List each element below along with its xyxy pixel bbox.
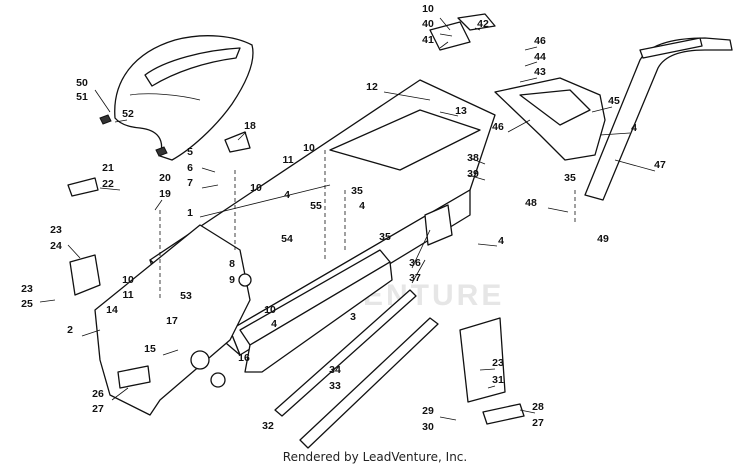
callout-17: 17: [166, 315, 178, 327]
bracket-21: [67, 177, 99, 197]
callout-15: 15: [144, 343, 156, 355]
callout-51: 51: [76, 91, 88, 103]
tail-flap: [494, 77, 606, 161]
callout-1: 1: [187, 207, 193, 219]
callout-19: 19: [159, 188, 171, 200]
callout-36: 36: [409, 257, 421, 269]
callout-41: 41: [422, 34, 434, 46]
callout-52: 52: [122, 108, 134, 120]
callout-23: 23: [492, 357, 504, 369]
callout-11: 11: [282, 154, 293, 166]
callout-30: 30: [422, 421, 434, 433]
foot-pad-right: [459, 317, 525, 425]
callout-54: 54: [281, 233, 293, 245]
callout-32: 32: [262, 420, 274, 432]
callout-46: 46: [492, 121, 504, 133]
callout-14: 14: [106, 304, 118, 316]
callout-2: 2: [67, 324, 73, 336]
callout-35: 35: [564, 172, 576, 184]
callout-5: 5: [187, 146, 193, 158]
callout-48: 48: [525, 197, 537, 209]
callout-44: 44: [534, 51, 546, 63]
callout-27: 27: [92, 403, 104, 415]
callout-3: 3: [350, 311, 356, 323]
footer-credit: Rendered by LeadVenture, Inc.: [282, 450, 468, 464]
callout-4: 4: [284, 189, 290, 201]
bracket-18: [224, 131, 251, 153]
callout-27: 27: [532, 417, 544, 429]
callout-31: 31: [492, 374, 504, 386]
callout-10: 10: [422, 3, 434, 15]
leader-lines: [39, 17, 656, 421]
bracket-36: [424, 204, 453, 246]
seat: [99, 35, 254, 161]
callout-6: 6: [187, 162, 193, 174]
callout-46: 46: [534, 35, 546, 47]
callout-9: 9: [229, 274, 235, 286]
callout-28: 28: [532, 401, 544, 413]
rear-bumper: [584, 37, 733, 201]
callout-34: 34: [329, 364, 341, 376]
callout-35: 35: [351, 185, 363, 197]
running-board-rail: [239, 249, 393, 373]
callout-22: 22: [102, 178, 114, 190]
callout-4: 4: [631, 122, 637, 134]
callout-37: 37: [409, 272, 421, 284]
callout-18: 18: [244, 120, 256, 132]
callout-53: 53: [180, 290, 192, 302]
callout-4: 4: [271, 318, 277, 330]
callout-39: 39: [467, 168, 479, 180]
callout-11: 11: [122, 289, 133, 301]
callout-50: 50: [76, 77, 88, 89]
callout-49: 49: [597, 233, 609, 245]
callout-26: 26: [92, 388, 104, 400]
callout-25: 25: [21, 298, 33, 310]
callout-10: 10: [303, 142, 315, 154]
callout-16: 16: [238, 352, 250, 364]
callout-10: 10: [122, 274, 134, 286]
callout-23: 23: [50, 224, 62, 236]
callout-8: 8: [229, 258, 235, 270]
side-rail-tube: [274, 289, 439, 449]
callout-23: 23: [21, 283, 33, 295]
callout-38: 38: [467, 152, 479, 164]
callout-43: 43: [534, 66, 546, 78]
callout-40: 40: [422, 18, 434, 30]
callout-29: 29: [422, 405, 434, 417]
callout-47: 47: [654, 159, 666, 171]
callout-12: 12: [366, 81, 378, 93]
callout-13: 13: [455, 105, 467, 117]
callout-7: 7: [187, 177, 193, 189]
callout-35: 35: [379, 231, 391, 243]
callout-55: 55: [310, 200, 322, 212]
callout-21: 21: [102, 162, 114, 174]
callout-42: 42: [477, 18, 489, 30]
callout-45: 45: [608, 95, 620, 107]
foot-pad-left: [117, 365, 151, 389]
callout-4: 4: [359, 200, 365, 212]
dashed-guides: [159, 150, 576, 300]
callout-24: 24: [50, 240, 62, 252]
callout-10: 10: [264, 304, 276, 316]
callout-10: 10: [250, 182, 262, 194]
left-side-panel: [94, 224, 252, 416]
callout-4: 4: [498, 235, 504, 247]
heel-guard-left: [69, 254, 101, 296]
callout-33: 33: [329, 380, 341, 392]
callout-20: 20: [159, 172, 171, 184]
